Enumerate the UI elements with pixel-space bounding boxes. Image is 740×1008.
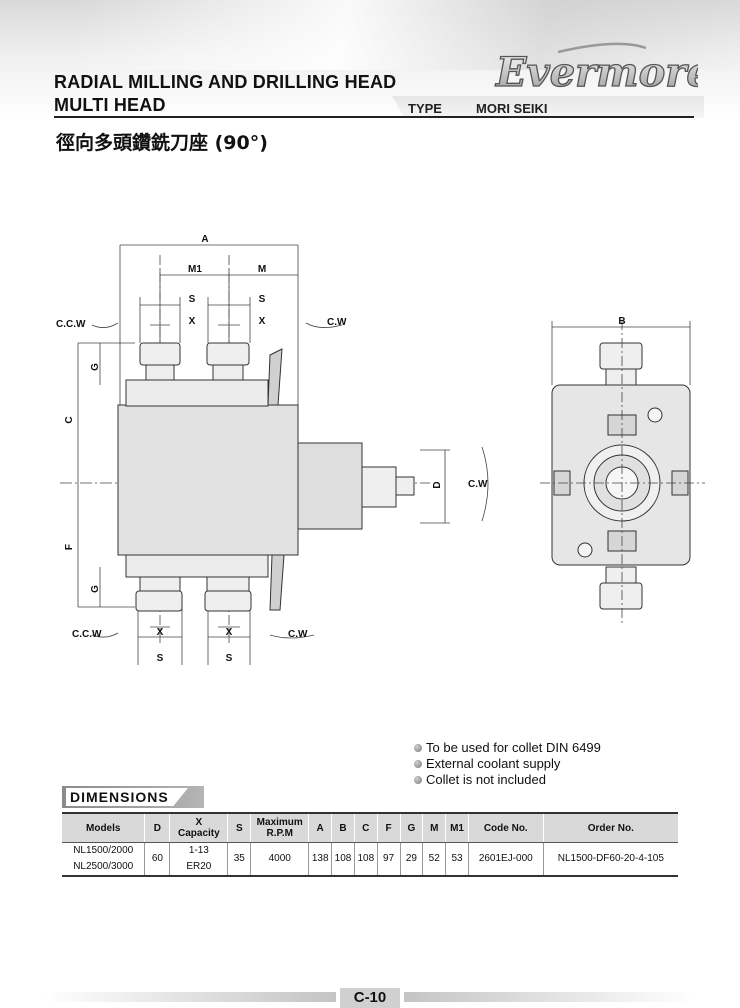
cell-order: NL1500-DF60-20-4-105 — [542, 842, 678, 877]
footer-bar-left — [44, 992, 336, 1002]
col-m: M — [422, 812, 446, 843]
dim-label-s-right: S — [259, 294, 266, 305]
dim-label-g-bottom: G — [90, 585, 101, 593]
brand-logo: Evermore — [494, 42, 698, 97]
cell-m1: 53 — [445, 842, 469, 877]
cell-model: NL2500/3000 — [62, 859, 145, 877]
technical-drawing: A M1 M S S X X C.C.W C.W G C F G D C.W B… — [56, 234, 705, 665]
dim-label-g-top: G — [90, 363, 101, 371]
bullet-icon — [414, 760, 422, 768]
rotation-label-cw-top: C.W — [327, 317, 347, 328]
rotation-label-ccw-bottom: C.C.W — [72, 629, 102, 640]
page-title-line2: MULTI HEAD — [54, 95, 166, 115]
type-tab — [392, 96, 704, 118]
cell-m: 52 — [422, 842, 446, 877]
col-d: D — [144, 812, 170, 843]
dim-label-m: M — [258, 264, 266, 275]
page-number: C-10 — [340, 988, 400, 1008]
cell-model: NL1500/2000 — [73, 845, 134, 856]
col-f: F — [376, 812, 401, 843]
rotation-label-cw-side: C.W — [468, 479, 488, 490]
cell-rpm: 4000 — [250, 842, 309, 877]
bullet-icon — [414, 776, 422, 784]
note-item: External coolant supply — [414, 756, 601, 772]
rotation-label-cw-bottom: C.W — [288, 629, 308, 640]
cell-a: 138 — [308, 842, 332, 877]
notes-list: To be used for collet DIN 6499 External … — [414, 740, 601, 788]
dim-label-s-bottom-right: S — [226, 653, 233, 664]
dim-label-c: C — [64, 416, 75, 423]
dim-label-x-left: X — [189, 316, 196, 327]
col-order: Order No. — [542, 812, 678, 843]
table-row: NL1500/2000 60 1-13 35 4000 138 108 108 … — [62, 842, 678, 877]
dim-label-d: D — [432, 481, 443, 488]
col-code: Code No. — [467, 812, 544, 843]
dim-label-x-bottom-left: X — [157, 627, 164, 638]
type-value: MORI SEIKI — [476, 101, 548, 116]
cell-g: 29 — [399, 842, 423, 877]
brand-name: Evermore — [495, 49, 698, 96]
col-b: B — [331, 812, 355, 843]
col-m1: M1 — [445, 812, 469, 843]
cell-s: 35 — [227, 842, 251, 877]
dim-label-s-bottom-left: S — [157, 653, 164, 664]
cell-x1: 1-13 — [169, 842, 228, 859]
col-models: Models — [62, 812, 145, 843]
note-item: Collet is not included — [414, 772, 601, 788]
dimensions-title: DIMENSIONS — [66, 788, 188, 806]
col-s: S — [227, 812, 251, 843]
dim-label-x-right: X — [259, 316, 266, 327]
dim-label-s-left: S — [189, 294, 196, 305]
table-row: NL2500/3000 ER20 — [62, 859, 678, 877]
cell-b: 108 — [331, 842, 355, 877]
header-rule — [54, 116, 694, 118]
col-c: C — [353, 812, 378, 843]
page-title-line1: RADIAL MILLING AND DRILLING HEAD — [54, 72, 397, 92]
cell-code: 2601EJ-000 — [467, 842, 544, 877]
rotation-label-ccw-top: C.C.W — [56, 319, 86, 330]
header-streak — [80, 0, 740, 70]
dim-label-f: F — [64, 544, 75, 550]
cell-f: 97 — [376, 842, 401, 877]
dim-label-b: B — [618, 316, 625, 327]
type-label: TYPE — [408, 101, 442, 116]
col-g: G — [399, 812, 423, 843]
bullet-icon — [414, 744, 422, 752]
cell-c: 108 — [353, 842, 378, 877]
chinese-title: 徑向多頭鑽銑刀座 (90°) — [56, 132, 268, 154]
cell-x2: ER20 — [169, 859, 228, 877]
footer-bar-right — [404, 992, 694, 1002]
col-a: A — [308, 812, 332, 843]
note-item: To be used for collet DIN 6499 — [414, 740, 601, 756]
dim-label-m1: M1 — [188, 264, 202, 275]
dim-label-a: A — [201, 234, 208, 245]
cell-d: 60 — [144, 842, 170, 877]
dim-label-x-bottom-right: X — [226, 627, 233, 638]
